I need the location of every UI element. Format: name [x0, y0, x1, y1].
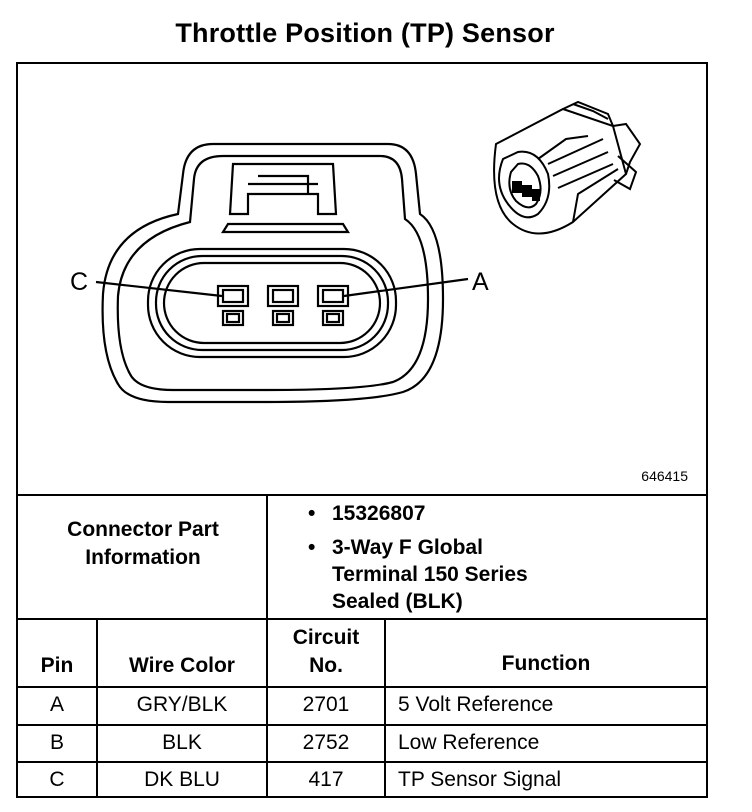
header-circuit: Circuit No.	[292, 626, 360, 677]
table-cell-function: Low Reference	[398, 731, 540, 754]
column-divider	[266, 618, 268, 798]
terminal-cavity-c	[216, 284, 250, 327]
page-title: Throttle Position (TP) Sensor	[175, 18, 555, 48]
callout-label-c: C	[70, 268, 88, 296]
terminal-cavity-b	[266, 284, 300, 327]
divider	[266, 494, 268, 618]
divider	[18, 494, 706, 496]
table-cell-pin: C	[49, 768, 65, 791]
column-divider	[96, 618, 98, 798]
row-divider	[18, 724, 706, 726]
table-cell-circuit: 2752	[302, 731, 350, 754]
callout-leader-a	[343, 277, 469, 298]
header-function: Function	[501, 652, 591, 675]
connector-latch	[228, 162, 338, 216]
row-divider	[18, 761, 706, 763]
column-divider	[384, 618, 386, 798]
table-cell-wire-color: GRY/BLK	[136, 693, 228, 716]
connector-diagram: C A	[70, 100, 642, 404]
connector-3d-view	[493, 100, 642, 235]
terminal-cavity-a	[316, 284, 350, 327]
table-cell-pin: B	[49, 731, 64, 754]
part-number: 15326807	[332, 502, 426, 525]
table-cell-pin: A	[49, 693, 64, 716]
callout-leader-c	[95, 280, 223, 298]
connector-outer-housing	[101, 142, 445, 404]
header-pin: Pin	[40, 654, 74, 677]
table-cell-wire-color: DK BLU	[144, 768, 220, 791]
row-divider	[18, 686, 706, 688]
table-cell-circuit: 2701	[302, 693, 350, 716]
table-cell-function: 5 Volt Reference	[398, 693, 554, 716]
connector-seal-outer	[146, 247, 398, 359]
table-cell-wire-color: BLK	[162, 731, 202, 754]
bullet: •	[308, 536, 316, 559]
figure-id: 646415	[641, 468, 688, 484]
callout-label-a: A	[472, 268, 489, 296]
table-cell-circuit: 417	[308, 768, 344, 791]
connector-sheet: C A 646415 Connector Part Information • …	[16, 62, 708, 798]
header-wire-color: Wire Color	[129, 654, 235, 677]
bullet: •	[308, 502, 316, 525]
connector-part-info-label: Connector Part Information	[67, 518, 219, 569]
table-cell-function: TP Sensor Signal	[398, 768, 562, 791]
divider	[18, 618, 706, 620]
